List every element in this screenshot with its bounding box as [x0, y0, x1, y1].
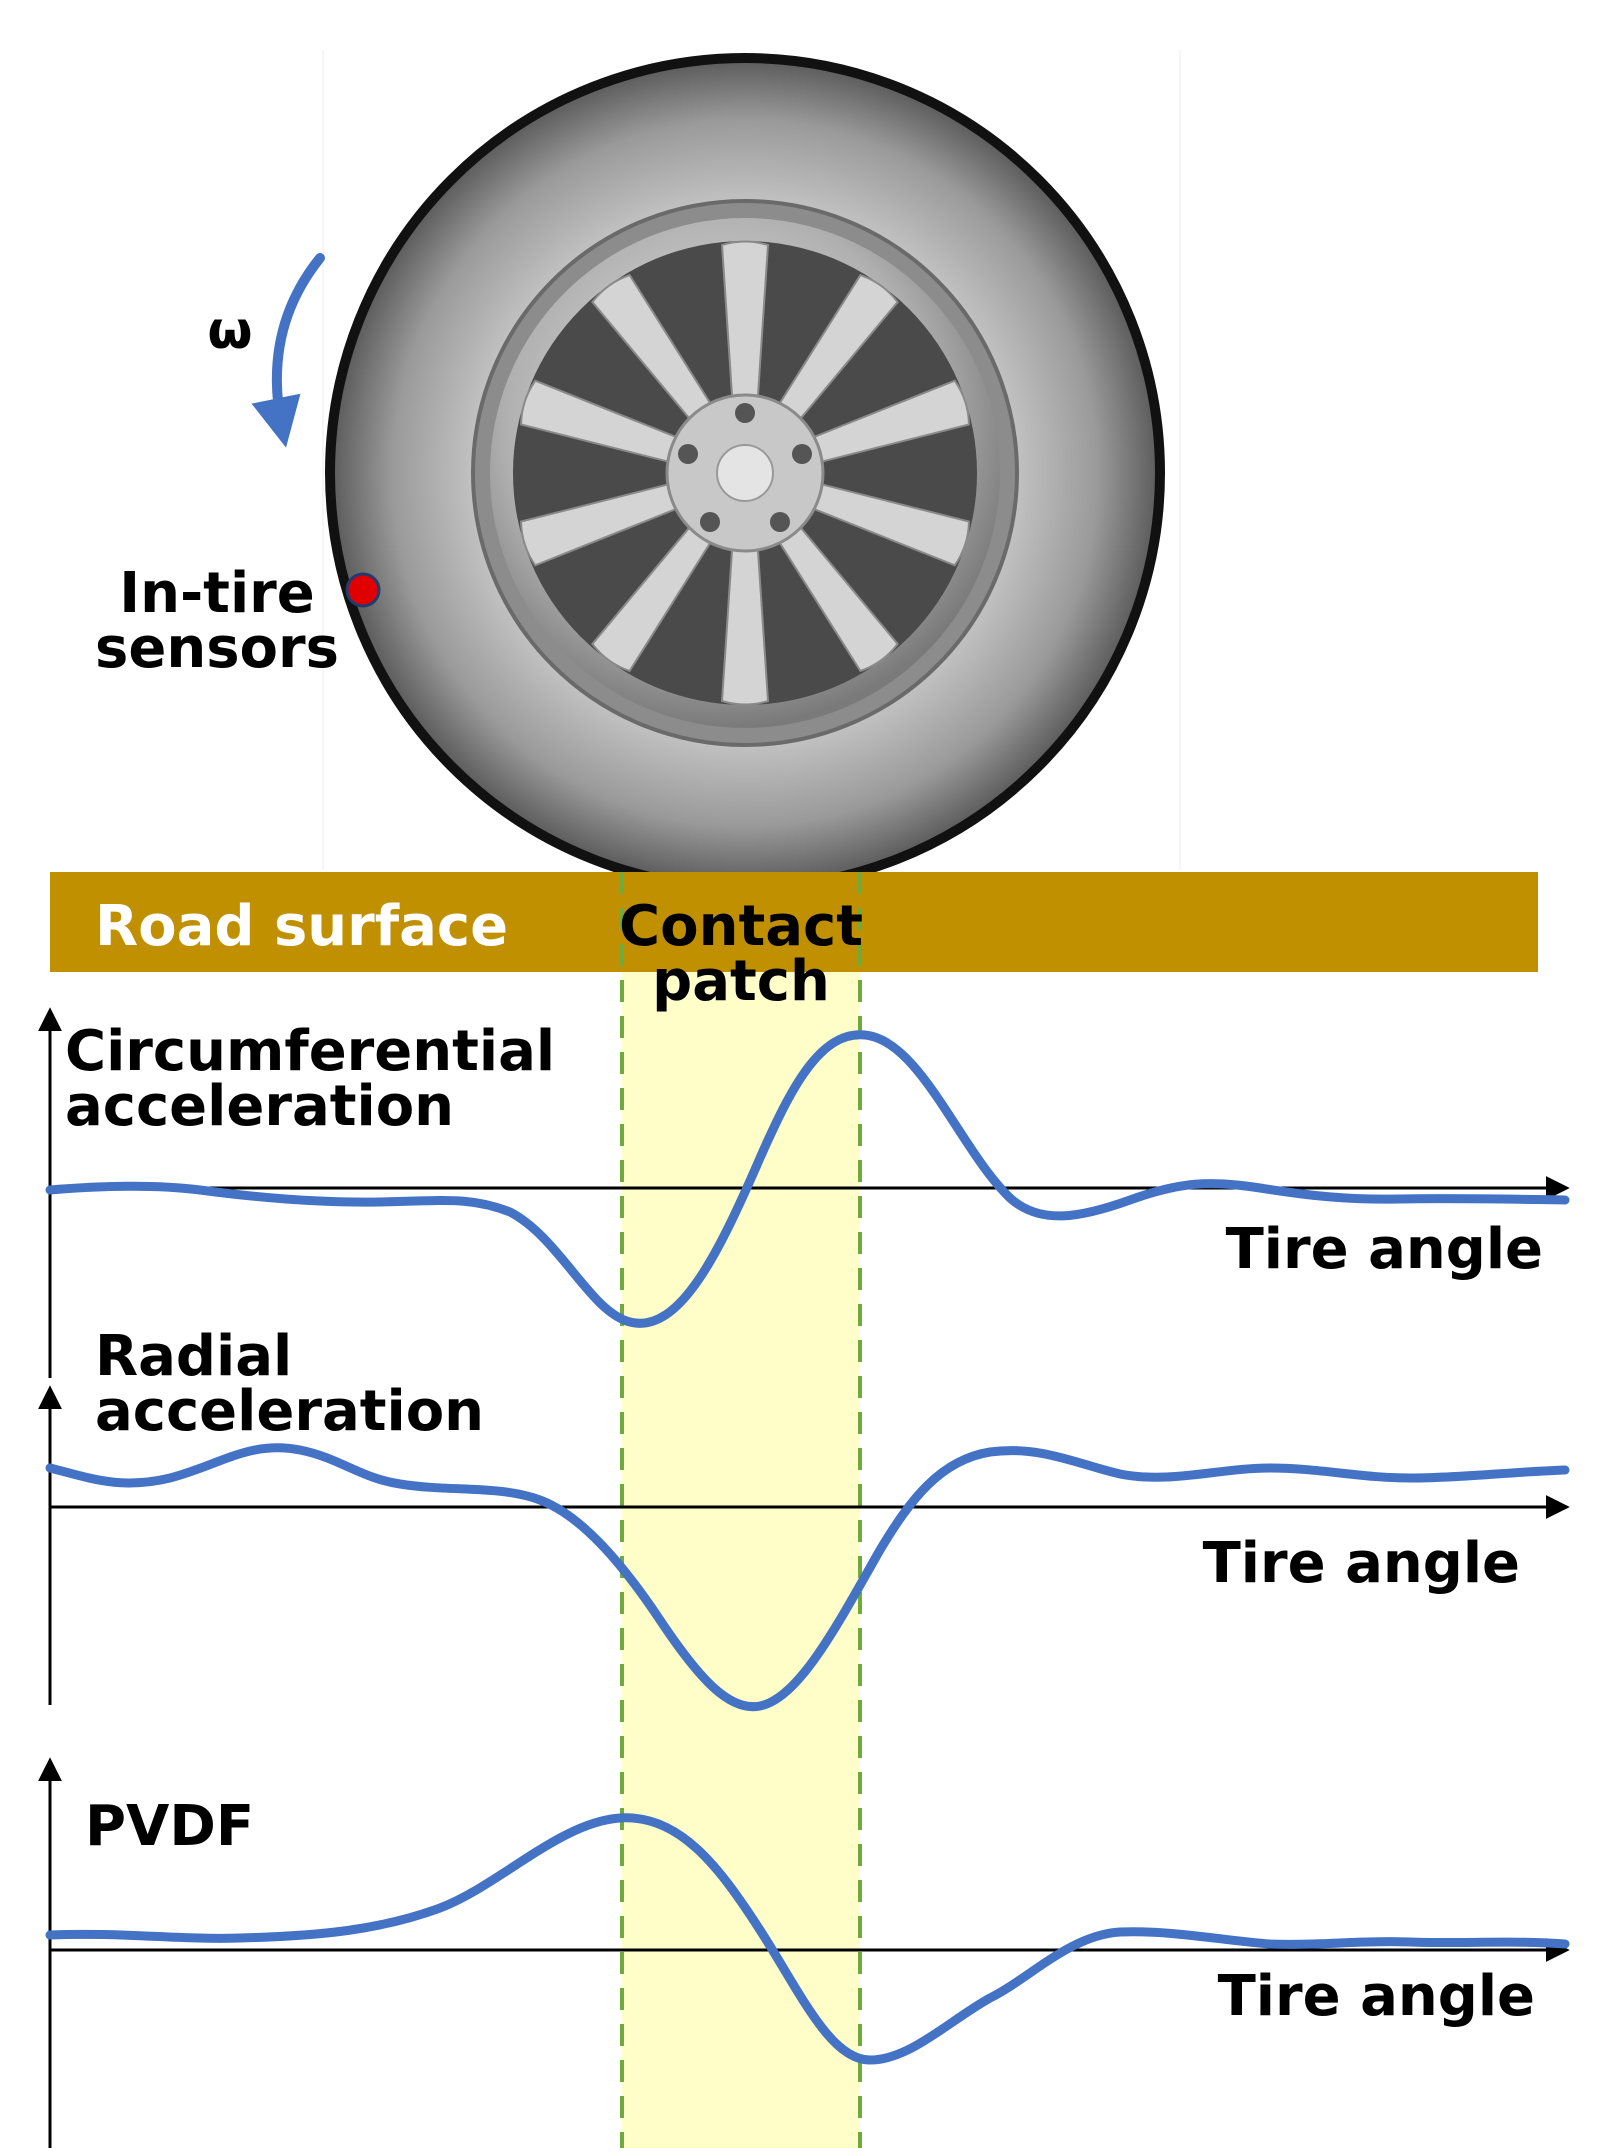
- signal-curve: [45, 1813, 1570, 2065]
- plot-radial: Radial acceleration Tire angle: [38, 1324, 1570, 1712]
- road-label: Road surface: [95, 894, 508, 959]
- x-axis-label: Tire angle: [1218, 1964, 1535, 2029]
- plot-title-line2: acceleration: [65, 1074, 454, 1139]
- plot-pvdf: PVDF Tire angle: [38, 1757, 1570, 2148]
- rim-icon: [471, 199, 1019, 747]
- patch-label-line1: Contact: [619, 894, 863, 959]
- plot-title-line1: Circumferential: [65, 1019, 555, 1084]
- tire-icon: [325, 53, 1165, 893]
- patch-label-line2: patch: [652, 949, 830, 1014]
- plot-circumferential: Circumferential acceleration Tire angle: [38, 1007, 1570, 1378]
- rotation-arrow-icon: [251, 253, 325, 448]
- plot-title-line1: Radial: [95, 1324, 292, 1389]
- x-axis-label: Tire angle: [1226, 1217, 1543, 1282]
- road-surface: [50, 872, 1538, 972]
- x-axis-label: Tire angle: [1203, 1531, 1520, 1596]
- signal-curve: [45, 1030, 1570, 1328]
- plot-title-line1: PVDF: [85, 1794, 254, 1859]
- sensor-dot-icon: [345, 572, 381, 608]
- signal-curve: [45, 1443, 1570, 1712]
- sensor-label-line1: In-tire: [119, 561, 315, 626]
- plot-title-line2: acceleration: [95, 1379, 484, 1444]
- sensor-label-line2: sensors: [95, 616, 339, 681]
- omega-label: ω: [207, 301, 252, 361]
- contact-patch-region: [622, 872, 860, 2148]
